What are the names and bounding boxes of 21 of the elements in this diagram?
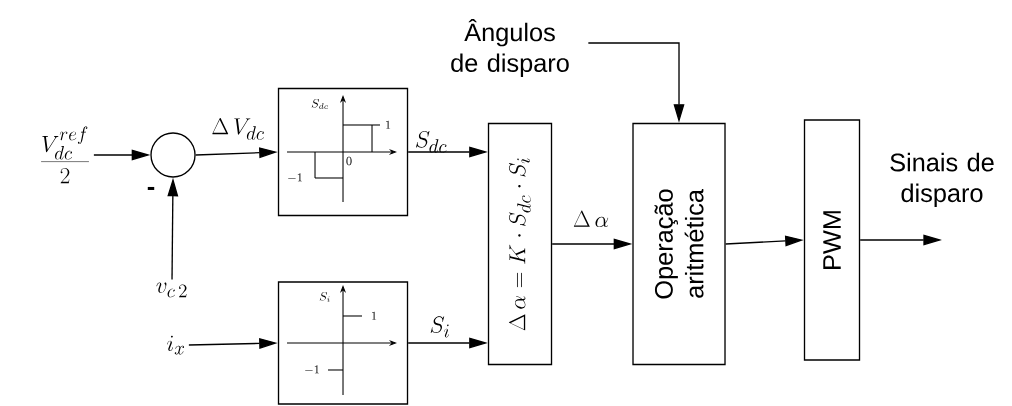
edge-label: $S_{dc}$: [416, 130, 447, 153]
tick-label: $1$: [372, 311, 377, 320]
tick-label: $-1$: [288, 173, 302, 182]
summing-junction: [150, 132, 196, 178]
edge-label: $\Delta\, V_{dc}$: [212, 117, 264, 140]
tick-label: $1$: [386, 120, 391, 129]
axis-label: $S_{dc}$: [311, 98, 329, 109]
output-label: Sinais de disparo: [890, 152, 994, 208]
edge-label: $S_i$: [430, 316, 449, 338]
input-formula: $v_{c\,2}$: [156, 282, 187, 298]
equation-block: $\Delta\,\alpha = K\cdot S_{dc}\cdot S_i$: [487, 122, 553, 366]
pwm-block: PWM: [803, 119, 861, 361]
input-formula: $\frac{V_{dc}^{ref}}{2}$: [41, 126, 89, 184]
axis-label: $S_i$: [319, 291, 330, 302]
input-label: Ângulos de disparo: [451, 19, 569, 77]
tick-label: $0$: [346, 156, 352, 166]
edge-label: $\Delta\,\alpha$: [573, 210, 609, 228]
sign-label: -: [147, 186, 155, 190]
tick-label: $-1$: [305, 365, 319, 374]
operation-block: Operação aritmética: [632, 122, 726, 366]
input-formula: $i_x$: [167, 335, 185, 355]
